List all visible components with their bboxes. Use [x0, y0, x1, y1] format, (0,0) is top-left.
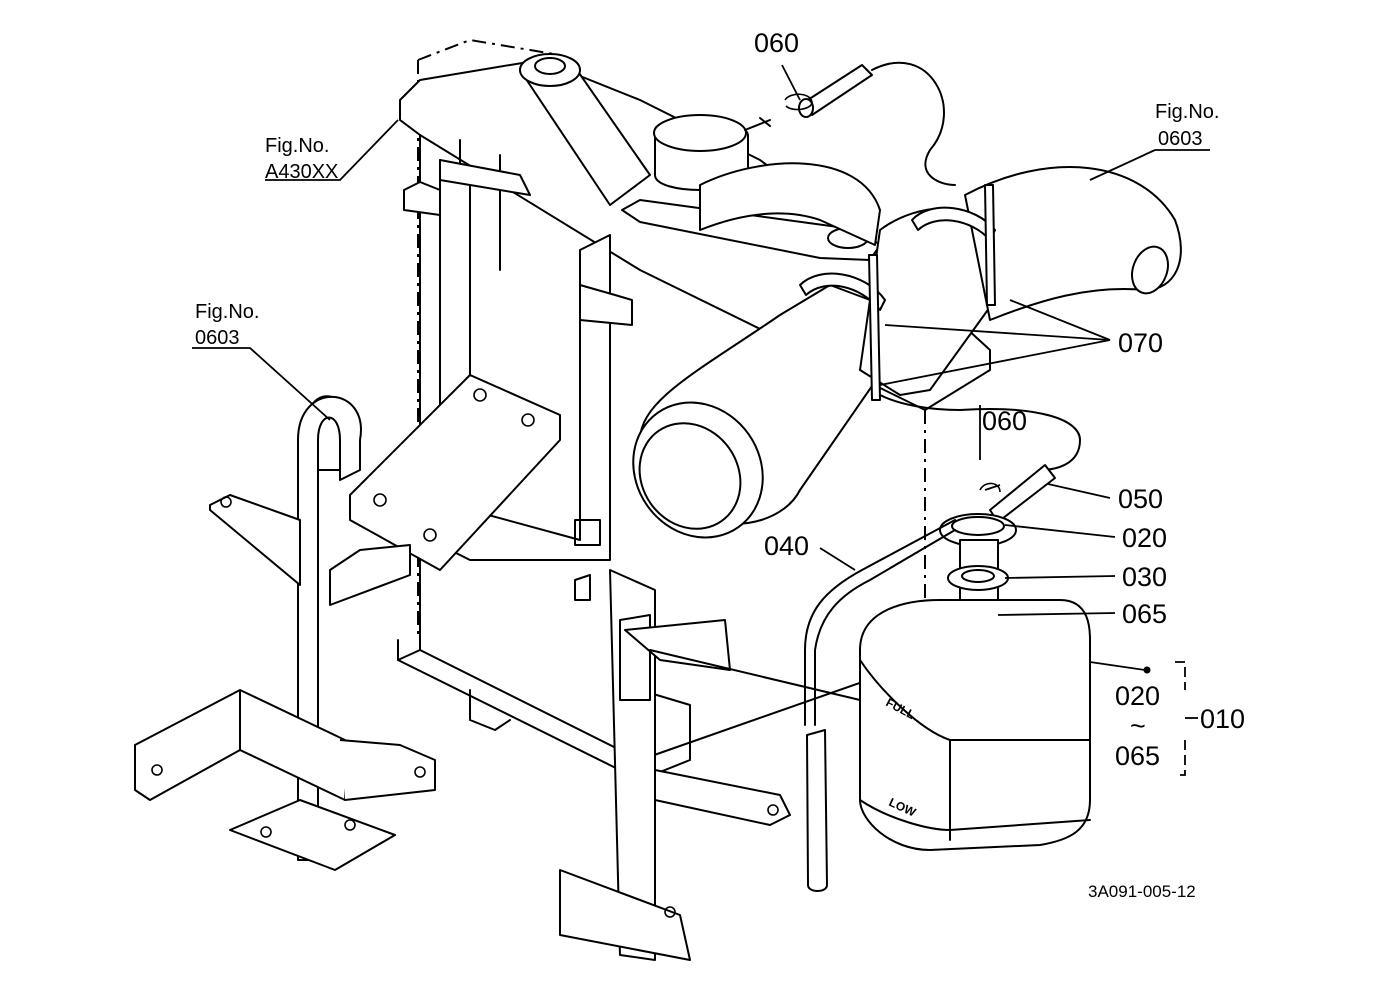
label-range-start: 020 [1115, 681, 1160, 711]
label-050: 050 [1118, 484, 1163, 514]
label-fig-0603-right-line2: 0603 [1158, 128, 1203, 150]
drawing-code: 3A091-005-12 [1088, 882, 1196, 901]
label-range-end: 065 [1115, 741, 1160, 771]
label-fig-a430-line2: A430XX [265, 161, 338, 183]
drain-hose [649, 519, 956, 892]
label-010: 010 [1200, 704, 1245, 734]
label-065: 065 [1122, 599, 1167, 629]
upper-hose [964, 166, 1182, 321]
label-fig-0603-right-line1: Fig.No. [1155, 101, 1219, 123]
label-mid-060: 060 [982, 406, 1027, 436]
lower-hose [632, 207, 996, 539]
label-fig-0603-left-line2: 0603 [195, 327, 240, 349]
leader-dot [1143, 666, 1151, 674]
radiator-assembly [397, 38, 991, 781]
label-030: 030 [1122, 562, 1167, 592]
label-070: 070 [1118, 328, 1163, 358]
label-040: 040 [764, 531, 809, 561]
callout-labels: 060 Fig.No. A430XX Fig.No. 0603 Fig.No. … [195, 28, 1245, 901]
support-frame [134, 159, 791, 961]
reserve-tank: FULL LOW [859, 513, 1091, 851]
leader-lines [192, 64, 1210, 776]
hose-clamps [799, 184, 996, 401]
label-fig-a430-line1: Fig.No. [265, 135, 329, 157]
label-fig-0603-left-line1: Fig.No. [195, 301, 259, 323]
label-range-tilde: ~ [1130, 711, 1146, 741]
label-top-060: 060 [754, 28, 799, 58]
label-020: 020 [1122, 523, 1167, 553]
